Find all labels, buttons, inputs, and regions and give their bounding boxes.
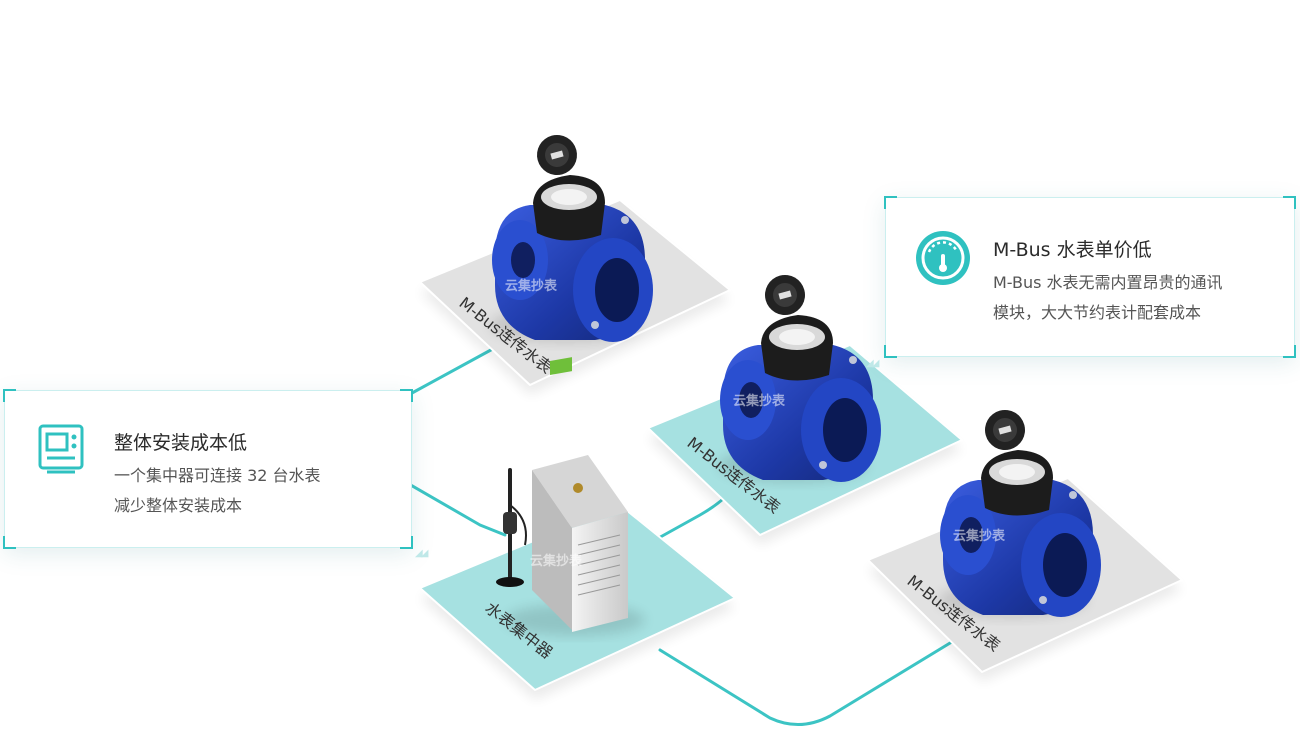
- card-meter-price-title: M-Bus 水表单价低: [993, 239, 1152, 261]
- card-meter-price-line1: M-Bus 水表无需内置昂贵的通讯: [993, 273, 1223, 292]
- meter-3-watermark: 云集抄表: [953, 528, 1006, 544]
- corner-mark: [3, 536, 16, 549]
- corner-mark: [1283, 345, 1296, 358]
- chevron-deco-icon: ◢◢: [866, 358, 879, 369]
- card-installation-cost-title: 整体安装成本低: [114, 432, 248, 454]
- water-meter-1: 云集抄表: [490, 135, 653, 343]
- corner-mark: [3, 389, 16, 402]
- meter-1-watermark: 云集抄表: [505, 278, 558, 294]
- concentrator-panel-icon: [38, 424, 84, 474]
- water-meter-3: 云集抄表: [938, 410, 1101, 618]
- concentrator-watermark: 云集抄表: [530, 553, 583, 569]
- corner-mark: [884, 345, 897, 358]
- meter-2-watermark: 云集抄表: [733, 393, 786, 409]
- gauge-icon: [916, 231, 970, 285]
- water-meter-2: 云集抄表: [718, 275, 881, 483]
- corner-mark: [400, 389, 413, 402]
- card-meter-price: M-Bus 水表单价低 M-Bus 水表无需内置昂贵的通讯 模块，大大节约表计配…: [884, 196, 1296, 358]
- card-meter-price-line2: 模块，大大节约表计配套成本: [993, 303, 1202, 322]
- corner-mark: [884, 196, 897, 209]
- card-installation-cost-line2: 减少整体安装成本: [114, 496, 243, 515]
- card-installation-cost-line1: 一个集中器可连接 32 台水表: [114, 466, 321, 485]
- connection-lines: [341, 303, 977, 727]
- card-installation-cost: 整体安装成本低 一个集中器可连接 32 台水表 减少整体安装成本: [3, 389, 413, 549]
- corner-mark: [1283, 196, 1296, 209]
- concentrator-device: 云集抄表: [496, 357, 645, 636]
- chevron-deco-icon: ◢◢: [415, 548, 428, 559]
- corner-mark: [400, 536, 413, 549]
